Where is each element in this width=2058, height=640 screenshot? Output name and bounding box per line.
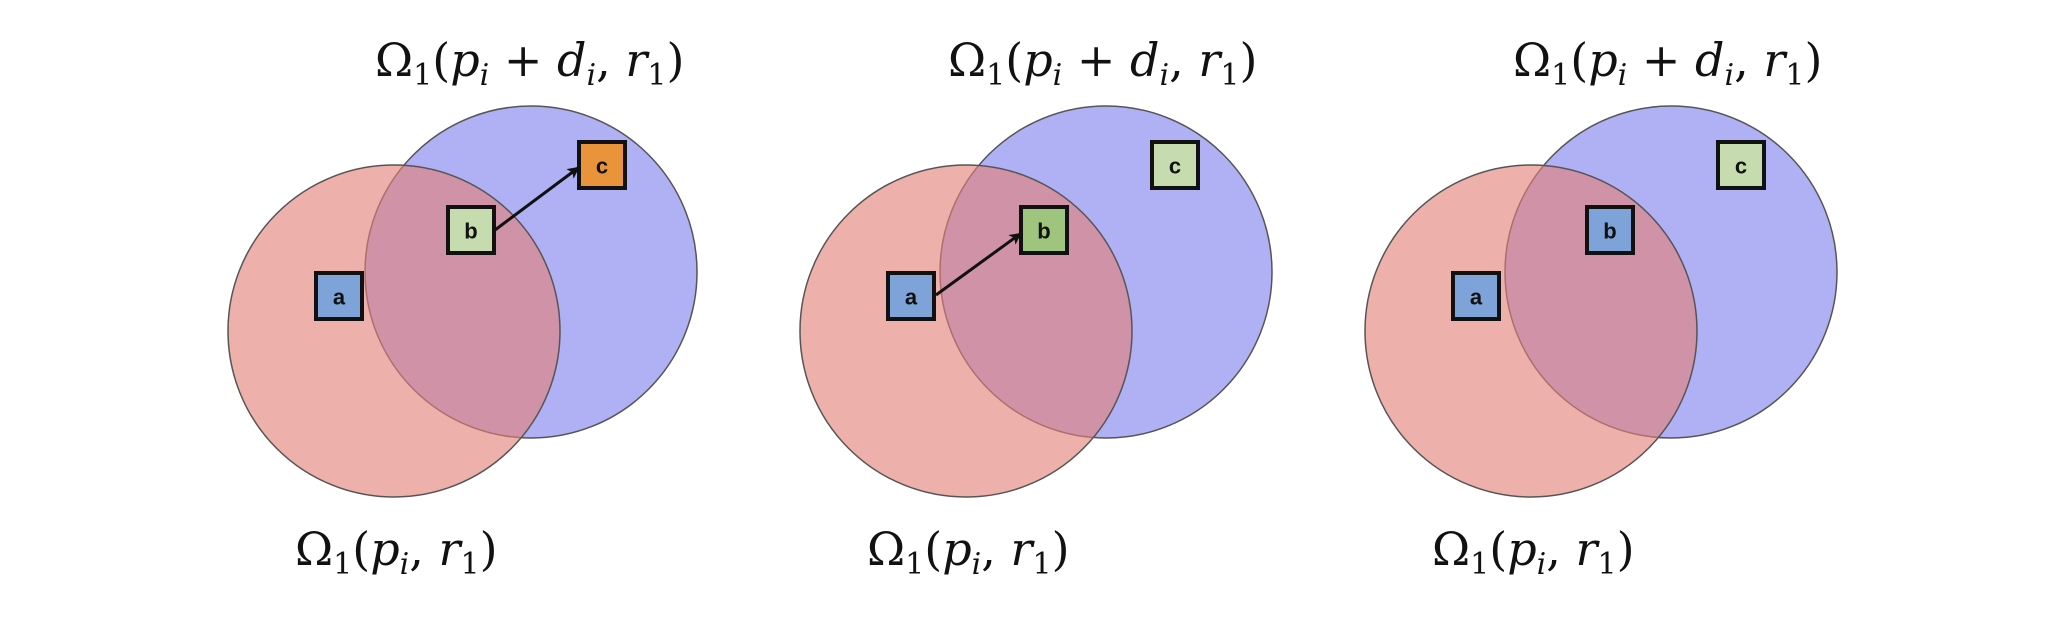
panel-2: a b c Ω1(pi + di, r1) Ω1(pi, r1) xyxy=(799,33,1273,582)
shifted-neighborhood-label: Ω1(pi + di, r1) xyxy=(948,33,1257,93)
current-neighborhood-label: Ω1(pi, r1) xyxy=(1432,522,1635,582)
node-label: a xyxy=(1470,285,1483,310)
node-b: b xyxy=(1019,205,1069,255)
node-a: a xyxy=(886,271,936,321)
current-neighborhood-circle xyxy=(799,164,1133,498)
node-box xyxy=(314,271,364,321)
node-box xyxy=(886,271,936,321)
node-c: c xyxy=(1150,140,1200,190)
node-box xyxy=(1716,140,1766,190)
current-neighborhood-label: Ω1(pi, r1) xyxy=(295,522,498,582)
node-box xyxy=(1019,205,1069,255)
node-box xyxy=(1150,140,1200,190)
shifted-neighborhood-label: Ω1(pi + di, r1) xyxy=(1513,33,1822,93)
panel-3: a b c Ω1(pi + di, r1) Ω1(pi, r1) xyxy=(1364,33,1838,582)
node-label: c xyxy=(1735,154,1747,179)
shifted-neighborhood-label: Ω1(pi + di, r1) xyxy=(375,33,684,93)
node-label: a xyxy=(905,285,918,310)
node-b: b xyxy=(446,205,496,255)
node-box xyxy=(577,140,627,190)
node-box xyxy=(446,205,496,255)
node-box xyxy=(1451,271,1501,321)
panel-1: a b c Ω1(pi + di, r1) Ω1(pi, r1) xyxy=(227,33,698,582)
node-a: a xyxy=(1451,271,1501,321)
node-label: c xyxy=(596,154,608,179)
node-label: a xyxy=(333,285,346,310)
node-label: b xyxy=(1037,219,1050,244)
node-box xyxy=(1585,205,1635,255)
node-b: b xyxy=(1585,205,1635,255)
current-neighborhood-circle xyxy=(227,164,561,498)
current-neighborhood-circle xyxy=(1364,164,1698,498)
move-arrow xyxy=(494,166,580,232)
current-neighborhood-label: Ω1(pi, r1) xyxy=(867,522,1070,582)
node-c: c xyxy=(577,140,627,190)
node-a: a xyxy=(314,271,364,321)
move-arrow xyxy=(935,232,1022,297)
node-c: c xyxy=(1716,140,1766,190)
node-label: b xyxy=(464,219,477,244)
node-label: c xyxy=(1169,154,1181,179)
node-label: b xyxy=(1603,219,1616,244)
